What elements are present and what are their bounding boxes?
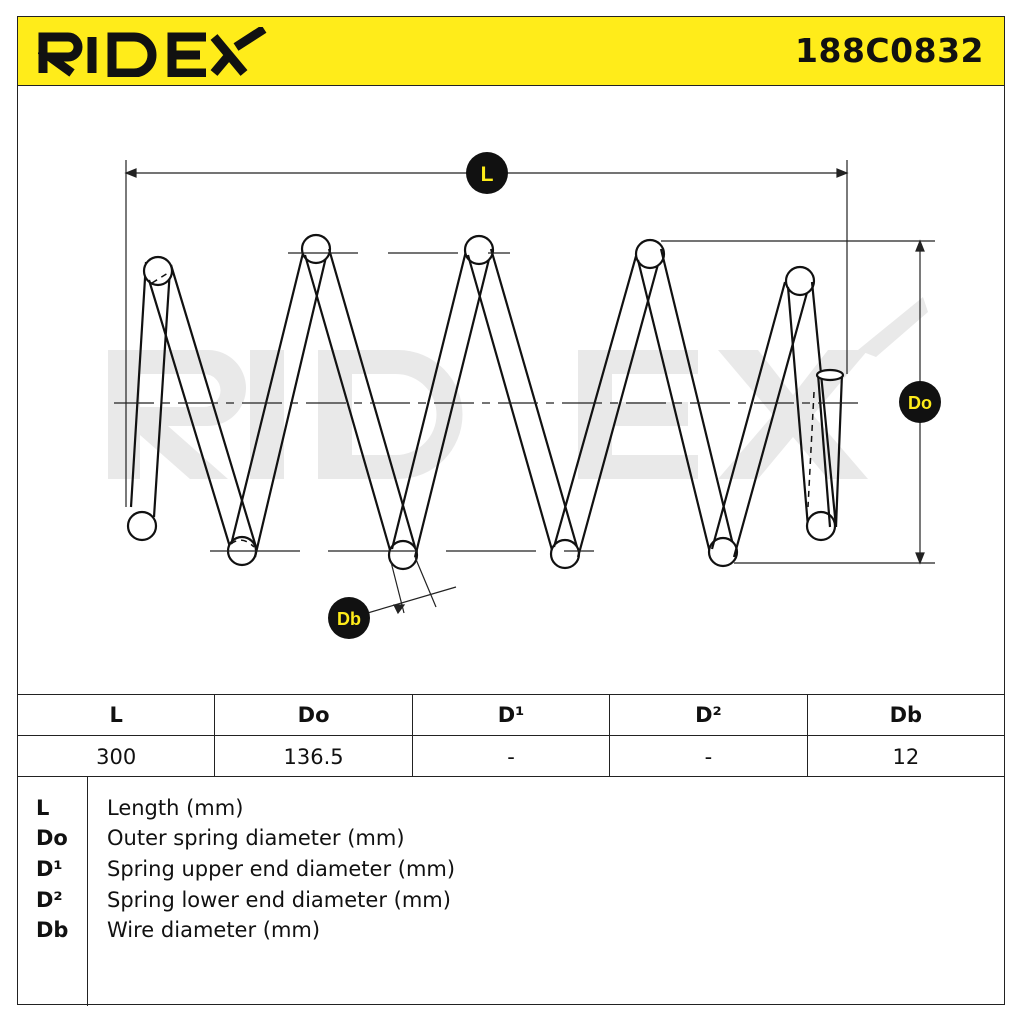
legend-description: Spring upper end diameter (mm) [107,857,456,881]
watermark-logo [108,297,928,479]
legend-description: Spring lower end diameter (mm) [107,888,451,912]
legend-code: L [36,796,50,820]
spring-diagram: L Do Db [108,152,941,639]
header-bar: 188C0832 [18,17,1004,86]
legend-item: Do Outer spring diameter (mm) [18,823,1004,853]
spec-sheet-frame: 188C0832 [17,16,1005,1006]
legend-item: D¹ Spring upper end diameter (mm) [18,854,1004,884]
legend-description: Outer spring diameter (mm) [107,826,405,850]
legend-item: L Length (mm) [18,793,1004,823]
label-wire-diameter: Db [328,597,370,639]
label-length: L [466,152,508,194]
legend-item: D² Spring lower end diameter (mm) [18,885,1004,915]
header-cell-wire-diameter: Db [889,703,923,727]
header-cell-length: L [18,695,216,735]
legend-code: D¹ [36,857,63,881]
hidden-edges [151,272,815,548]
legend-divider [87,777,88,1006]
header-cell-lower-diameter: D² [610,695,808,735]
spec-table: L Do D¹ D² Db 300 136.5 - - 12 [18,694,1004,777]
value-cell-upper-diameter: - [413,736,611,777]
legend-code: Do [36,826,68,850]
legend-code: Db [36,918,69,942]
value-cell-outer-diameter: 136.5 [215,736,413,777]
svg-text:Db: Db [337,609,361,629]
value-cell-wire-diameter: 12 [892,744,920,769]
value-cell-length: 300 [18,736,216,777]
legend-description: Length (mm) [107,796,244,820]
header-cell-upper-diameter: D¹ [413,695,611,735]
legend-description: Wire diameter (mm) [107,918,321,942]
svg-text:Do: Do [908,393,932,413]
legend-code: D² [36,888,63,912]
header-cell-outer-diameter: Do [215,695,413,735]
legend-item: Db Wire diameter (mm) [18,915,1004,945]
legend: L Length (mm) Do Outer spring diameter (… [18,777,1004,1006]
label-outer-diameter: Do [899,381,941,423]
spec-table-header-row: L Do D¹ D² Db [18,695,1004,736]
spec-table-value-row: 300 136.5 - - 12 [18,736,1004,777]
value-cell-lower-diameter: - [610,736,808,777]
part-number: 188C0832 [795,31,984,70]
ridex-logo [38,27,267,77]
svg-text:L: L [481,163,494,186]
